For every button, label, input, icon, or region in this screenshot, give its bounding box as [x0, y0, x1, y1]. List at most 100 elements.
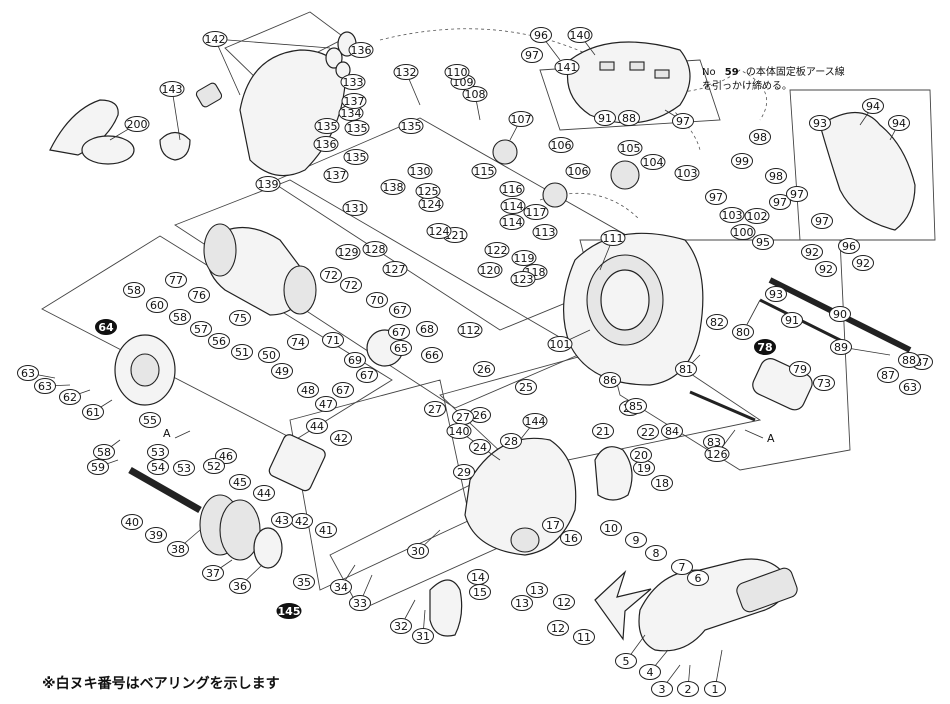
callout-67: 67: [388, 324, 410, 340]
callout-bubble: [229, 474, 251, 490]
callout-number: 72: [344, 279, 358, 292]
callout-bubble: [625, 532, 647, 548]
callout-number: 18: [655, 477, 669, 490]
arrow-a-left: A: [163, 427, 171, 440]
callout-48: 48: [297, 382, 319, 398]
callout-96: 96: [838, 238, 860, 254]
callout-bubble: [344, 120, 370, 136]
callout-number: 137: [326, 169, 347, 182]
callout-number: 36: [233, 580, 247, 593]
callout-bubble: [34, 378, 56, 394]
bearing-footnote: ※白ヌキ番号はベアリングを示します: [42, 675, 280, 692]
callout-number: 84: [665, 425, 679, 438]
callout-141: 141: [554, 59, 580, 75]
callout-97: 97: [769, 194, 791, 210]
callout-number: 52: [207, 460, 221, 473]
callout-number: 112: [460, 324, 481, 337]
callout-18: 18: [651, 475, 673, 491]
callout-bubble: [675, 361, 697, 377]
callout-bubble: [674, 165, 700, 181]
callout-number: 43: [275, 514, 289, 527]
callout-bubble: [477, 262, 503, 278]
callout-number: 141: [557, 61, 578, 74]
callout-number: 114: [502, 216, 523, 229]
callout-bubble: [781, 312, 803, 328]
callout-26: 26: [473, 361, 495, 377]
callout-number: 87: [881, 369, 895, 382]
callout-127: 127: [382, 261, 408, 277]
callout-bubble: [424, 401, 446, 417]
arrow-a-right: A: [767, 432, 775, 445]
callout-135: 135: [398, 118, 424, 134]
callout-number: 133: [343, 76, 364, 89]
callout-12: 12: [547, 620, 569, 636]
callout-88: 88: [898, 352, 920, 368]
callout-bubble: [188, 287, 210, 303]
callout-bubble: [510, 271, 536, 287]
callout-bubble: [306, 418, 328, 434]
callout-bubble: [719, 207, 745, 223]
callout-number: 135: [346, 151, 367, 164]
callout-2: 2: [677, 681, 699, 697]
callout-number: 139: [258, 178, 279, 191]
callout-number: 3: [659, 683, 666, 696]
callout-number: 12: [551, 622, 565, 635]
callout-bubble: [469, 584, 491, 600]
callout-number: 57: [194, 323, 208, 336]
callout-number: 26: [473, 409, 487, 422]
callout-43: 43: [271, 512, 293, 528]
callout-21: 21: [592, 423, 614, 439]
callout-97: 97: [811, 213, 833, 229]
callout-37: 37: [202, 565, 224, 581]
callout-bubble: [484, 242, 510, 258]
callout-54: 54: [147, 459, 169, 475]
callout-114: 114: [499, 214, 525, 230]
callout-number: 20: [634, 449, 648, 462]
callout-number: 106: [551, 139, 572, 152]
callout-63: 63: [17, 365, 39, 381]
callout-4: 4: [639, 664, 661, 680]
callout-bubble: [560, 530, 582, 546]
callout-number: 98: [769, 170, 783, 183]
callout-13: 13: [526, 582, 548, 598]
callout-number: 97: [676, 115, 690, 128]
callout-27: 27: [424, 401, 446, 417]
callout-bubble: [390, 340, 412, 356]
callout-bubble: [271, 512, 293, 528]
callout-number: 46: [219, 450, 233, 463]
callout-104: 104: [640, 154, 666, 170]
callout-103: 103: [674, 165, 700, 181]
callout-bubble: [390, 618, 412, 634]
callout-bubble: [124, 116, 150, 132]
callout-number: 96: [534, 29, 548, 42]
callout-bubble: [446, 423, 472, 439]
callout-bubble: [229, 310, 251, 326]
callout-bubble: [398, 118, 424, 134]
callout-131: 131: [342, 200, 368, 216]
callout-bubble: [293, 574, 315, 590]
callout-16: 16: [560, 530, 582, 546]
callout-bubble: [323, 167, 349, 183]
callout-bubble: [82, 404, 104, 420]
callout-bubble: [202, 31, 228, 47]
callout-22: 22: [637, 424, 659, 440]
callout-117: 117: [523, 204, 549, 220]
callout-97: 97: [786, 186, 808, 202]
callout-number: 71: [326, 334, 340, 347]
leader-line: [214, 38, 331, 49]
callout-number: 69: [348, 354, 362, 367]
callout-38: 38: [167, 541, 189, 557]
callout-34: 34: [330, 579, 352, 595]
callout-number: 91: [598, 112, 612, 125]
callout-number: 59: [91, 461, 105, 474]
callout-bubble: [145, 527, 167, 543]
callout-number: 39: [149, 529, 163, 542]
callout-62: 62: [59, 389, 81, 405]
callout-103: 103: [719, 207, 745, 223]
callout-112: 112: [457, 322, 483, 338]
callout-bubble: [594, 110, 616, 126]
callout-bubble: [573, 629, 595, 645]
callout-98: 98: [749, 129, 771, 145]
callout-91: 91: [781, 312, 803, 328]
